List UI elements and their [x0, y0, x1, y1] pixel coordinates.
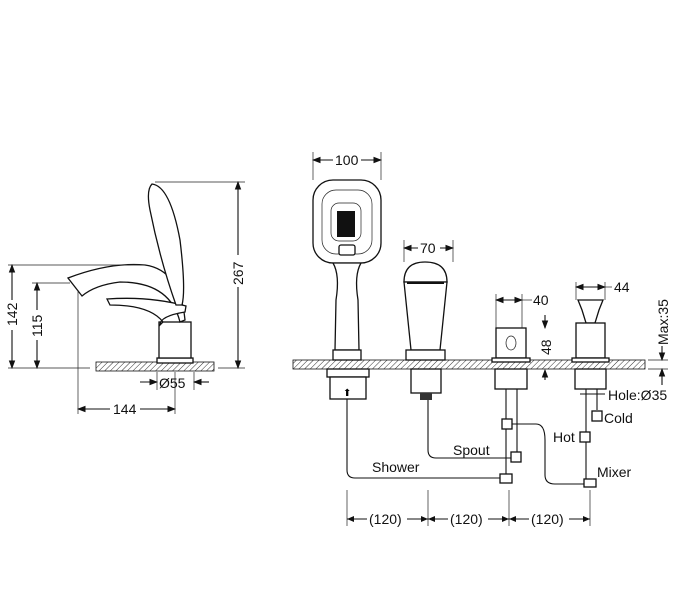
dim-100: 100 [335, 152, 359, 168]
base-plate [156, 357, 194, 364]
mixer-hose [512, 423, 584, 485]
label-spout: Spout [453, 442, 490, 458]
spacing-2: (120) [450, 511, 483, 527]
dim-267: 267 [230, 261, 246, 285]
diverter-valve [571, 299, 610, 488]
label-hot: Hot [553, 429, 575, 445]
dim-40: 40 [533, 292, 549, 308]
label-cold: Cold [604, 410, 633, 426]
lever-handle [105, 297, 187, 327]
dim-48: 48 [538, 339, 554, 355]
front-view: ⬆ [292, 151, 671, 527]
arrow-up-icon: ⬆ [343, 388, 351, 399]
dim-base-diameter: Ø55 [159, 375, 186, 391]
dim-44: 44 [614, 279, 630, 295]
dim-142: 142 [4, 302, 20, 326]
hand-shower: ⬆ [312, 179, 382, 400]
dim-max-deck: Max:35 [655, 299, 671, 345]
spacing-1: (120) [369, 511, 402, 527]
label-hole: Hole:Ø35 [608, 387, 667, 403]
side-view: 142 115 267 Ø55 144 [4, 180, 246, 417]
faucet-body [158, 321, 192, 359]
spout [403, 261, 448, 400]
hand-shower-side [147, 183, 185, 306]
deck-section [95, 361, 215, 372]
shower-hose [346, 399, 500, 479]
dim-70: 70 [420, 240, 436, 256]
mixer-valve [491, 327, 531, 484]
label-shower: Shower [372, 459, 420, 475]
dim-144: 144 [113, 401, 137, 417]
label-mixer: Mixer [597, 464, 632, 480]
spacing-3: (120) [531, 511, 564, 527]
spout-hose [427, 400, 511, 459]
dim-115: 115 [29, 314, 45, 337]
deck-section [292, 359, 646, 370]
